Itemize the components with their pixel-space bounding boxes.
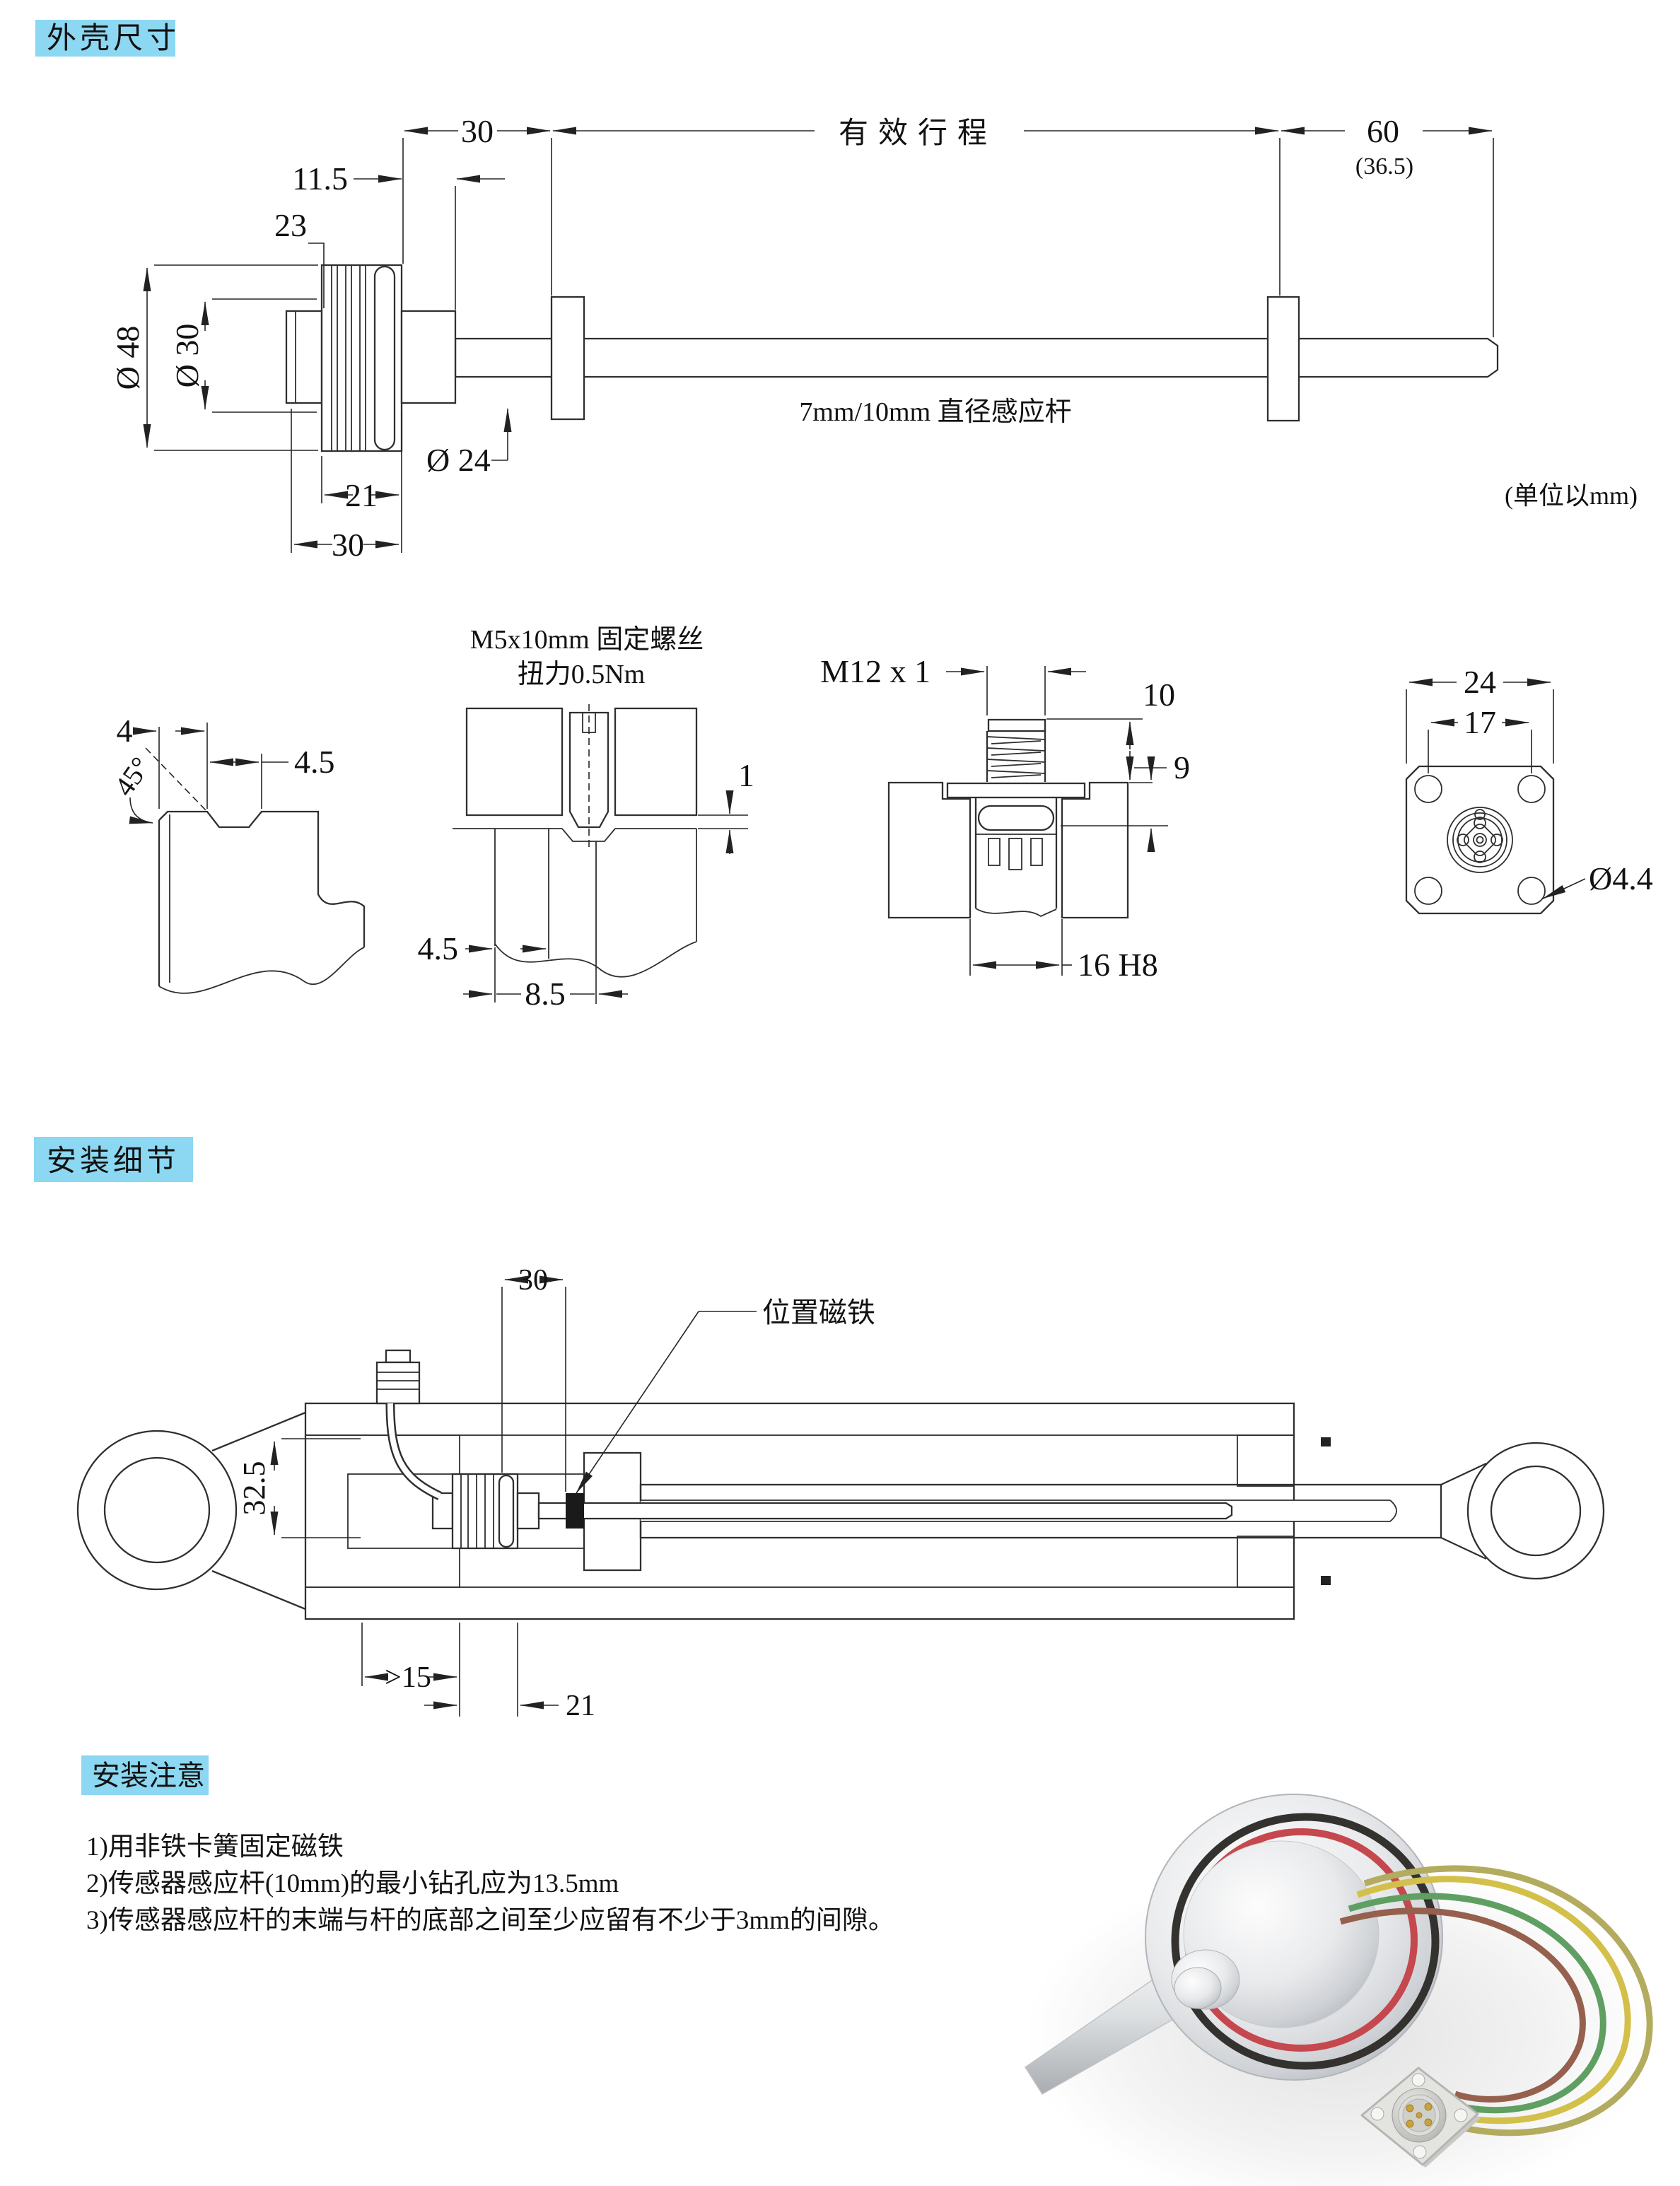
product-photo [1024,1794,1655,2186]
dim-groove-4-5: 4.5 [294,744,335,780]
dim-bore-16h8: 16 H8 [1078,947,1158,983]
dim-dead-zone: 60 [1367,113,1399,149]
dim-23: 23 [274,207,307,243]
cylinder-cap [305,1434,460,1588]
dim-screw-4-5: 4.5 [418,930,459,966]
sensing-rod [454,337,1499,378]
rod-gland-bottom [1237,1536,1295,1588]
set-screw-dot-top [1321,1437,1331,1446]
housing-header-bg [35,20,175,57]
install-section-title: 安装细节 [47,1145,180,1178]
sensor-flange [946,782,1086,799]
photo-wire-brown [1339,1907,1586,2103]
dim-gap-1: 1 [738,757,754,793]
head-oring-rib [373,265,396,451]
dim-screw-8-5: 8.5 [525,976,566,1012]
connector-boss [285,310,323,404]
cylinder-wall-top [305,1403,1295,1436]
unit-note: (单位以mm) [1505,481,1638,510]
dim-dead-zone-alt: (36.5) [1355,153,1413,180]
dim-m12-thread: M12 x 1 [820,653,931,689]
sensor-oring [977,805,1055,831]
photo-oring-black [1171,1813,1440,2070]
note-item-2: 2)传感器感应杆(10mm)的最小钻孔应为13.5mm [86,1869,619,1898]
head-collar [400,310,457,404]
dim-21: 21 [345,477,378,513]
dim-stud-10: 10 [1143,677,1175,713]
rod-gland-top [1237,1434,1295,1487]
dim-install-21: 21 [566,1690,595,1722]
notes-title: 安装注意 [92,1760,205,1792]
dim-chamfer-angle: 45° [107,751,156,802]
dim-30: 30 [332,527,364,563]
cable-connector-tip [385,1349,412,1364]
magnet-ring-near [550,296,585,421]
housing-section-title: 外壳尺寸 [47,23,180,55]
flange-face-detail-drawing: 24 17 Ø4.4 [1405,664,1653,915]
m12-connector-face [1447,807,1513,873]
notes-header-bg [81,1755,209,1795]
setscrew-detail-drawing: M5x10mm 固定螺丝 扭力0.5Nm 1 4.5 8.5 [418,625,755,1012]
dim-null-zone: 30 [461,113,494,149]
dim-effective-stroke: 有效行程 [839,117,997,150]
note-item-1: 1)用非铁卡簧固定磁铁 [86,1832,344,1861]
dim-install-gt15: >15 [385,1661,431,1694]
thread-mount-detail-drawing: M12 x 1 10 9 16 H8 [820,653,1190,983]
setscrew-label-line1: M5x10mm 固定螺丝 [470,625,704,655]
photo-wire-khaki [1363,1865,1653,2137]
note-item-3: 3)传感器感应杆的末端与杆的底部之间至少应留有不少于3mm的间隙。 [86,1905,894,1935]
set-screw-dot-bottom [1321,1576,1331,1585]
sensor-collar-install [516,1492,540,1530]
install-header-bg [34,1137,193,1182]
dim-flange-17: 17 [1464,704,1496,740]
mount-block-right [1061,781,1129,919]
dim-groove-4: 4 [117,713,133,749]
install-section-header: 安装细节 [34,1137,193,1182]
groove-detail-drawing: 4 4.5 45° [107,713,366,994]
flange-square [1405,765,1555,915]
photo-wire-green [1348,1893,1606,2114]
dim-dia48: Ø 48 [110,326,146,390]
dim-install-32-5: 32.5 [237,1461,272,1516]
housing-section-header: 外壳尺寸 [35,20,180,57]
dim-seat-9: 9 [1174,749,1190,785]
mount-block-left [887,781,972,919]
dim-dia30: Ø 30 [169,324,205,388]
dim-flange-hole: Ø4.4 [1589,860,1653,896]
clamp-block-left [465,707,564,817]
dim-install-30: 30 [518,1264,548,1297]
dim-11-5: 11.5 [292,160,348,197]
photo-wire-yellow [1356,1876,1631,2124]
installation-drawing: 30 位置磁铁 32.5 >15 21 [76,1264,1605,1722]
setscrew-label-line2: 扭力0.5Nm [518,660,646,689]
magnet-label: 位置磁铁 [762,1297,875,1328]
cylinder-wall-bottom [305,1586,1295,1620]
housing-dimension-drawing: 30 有效行程 60 (36.5) 11.5 23 Ø 48 Ø 30 Ø 24… [110,113,1638,563]
rod-label: 7mm/10mm 直径感应杆 [799,397,1071,427]
position-magnet [566,1493,584,1529]
magnet-ring-far [1266,296,1300,422]
cable-connector [375,1361,421,1405]
set-screw [568,711,609,829]
sensor-rod-install [537,1502,1233,1520]
install-notes: 安装注意 1)用非铁卡簧固定磁铁 2)传感器感应杆(10mm)的最小钻孔应为13… [81,1755,894,1935]
clamp-block-right [614,707,698,817]
dim-flange-24: 24 [1464,664,1496,700]
dim-dia24: Ø 24 [426,442,491,478]
m12-stud-cap [987,718,1046,732]
